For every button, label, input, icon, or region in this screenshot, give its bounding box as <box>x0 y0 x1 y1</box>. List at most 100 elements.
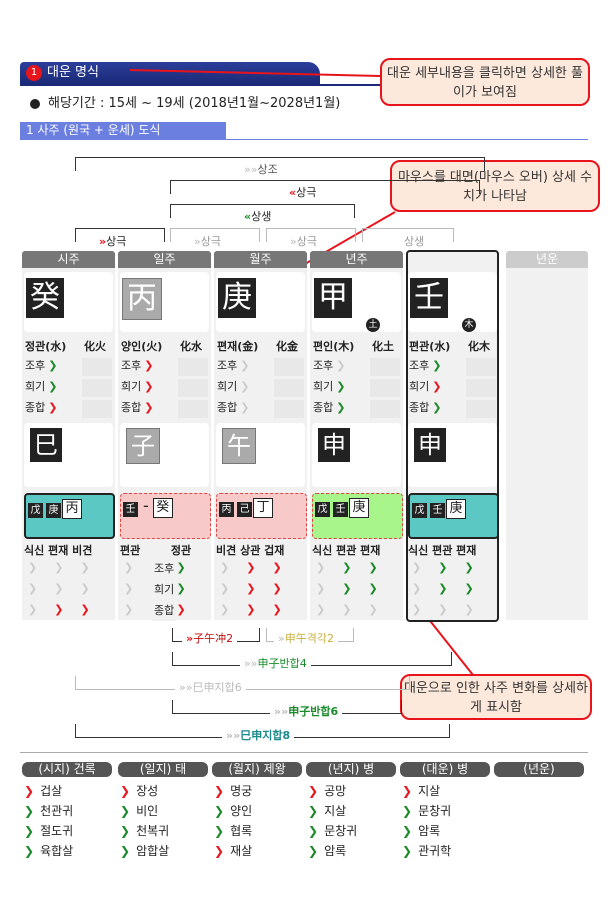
column-header-5[interactable]: 년운 <box>506 251 588 268</box>
stem-eval-row[interactable]: 조후❯ <box>313 356 363 376</box>
branch-eval-row[interactable]: ❯❯❯ <box>25 579 113 599</box>
table-cell[interactable]: ❯지살 <box>402 781 440 801</box>
table-cell[interactable]: ❯천관귀 <box>24 801 73 821</box>
cell-text: 관귀학 <box>418 844 452 858</box>
stem-eval-row[interactable]: 희기❯ <box>409 377 459 397</box>
relation-label-4b[interactable]: »상극 <box>190 233 225 249</box>
stem-eval-row[interactable]: 조후❯ <box>217 356 267 376</box>
table-cell[interactable]: ❯겁살 <box>24 781 62 801</box>
relation-label-b1[interactable]: »子午冲2 <box>182 630 238 646</box>
eval-arrow-icon: ❯ <box>240 380 250 393</box>
stem-eval-row[interactable]: 종합❯ <box>121 398 171 418</box>
column-header-0[interactable]: 시주 <box>22 251 115 268</box>
heavenly-stem[interactable]: 丙 <box>122 278 162 320</box>
hidden-stems-box[interactable]: 戊壬庚 <box>312 493 403 539</box>
hidden-stems-box[interactable]: 壬-癸 <box>120 493 211 539</box>
table-cell[interactable]: ❯절도귀 <box>24 821 73 841</box>
branch-eval-row[interactable]: ❯❯❯ <box>217 579 305 599</box>
table-cell[interactable]: ❯관귀학 <box>402 841 451 861</box>
table-cell[interactable]: ❯암록 <box>308 841 346 861</box>
stem-eval-row[interactable]: 종합❯ <box>25 398 75 418</box>
table-cell[interactable]: ❯장성 <box>120 781 158 801</box>
eval-arrow-icon: ❯ <box>28 603 38 616</box>
eval-label: 조후 <box>217 359 238 372</box>
table-cell[interactable]: ❯명궁 <box>214 781 252 801</box>
table-cell[interactable]: ❯재살 <box>214 841 252 861</box>
table-header-1: (일지) 태 <box>118 762 208 777</box>
table-cell[interactable]: ❯협록 <box>214 821 252 841</box>
table-cell[interactable]: ❯양인 <box>214 801 252 821</box>
stem-eval-row[interactable]: 희기❯ <box>121 377 171 397</box>
stem-eval-row[interactable]: 종합❯ <box>313 398 363 418</box>
relation-label-4d[interactable]: 상생 <box>400 233 429 249</box>
eval-arrow-icon: ❯ <box>144 359 154 372</box>
column-header-3[interactable]: 년주 <box>310 251 403 268</box>
hwa-label: 化火 <box>84 340 106 353</box>
stem-eval-row[interactable]: 희기❯ <box>313 377 363 397</box>
relation-label-1[interactable]: »»상조 <box>240 161 282 177</box>
column-header-2[interactable]: 월주 <box>214 251 307 268</box>
table-cell[interactable]: ❯비인 <box>120 801 158 821</box>
relation-bracket-4d <box>362 228 454 242</box>
eval-arrow-icon: ❯ <box>246 561 256 574</box>
hidden-stem-separator: - <box>143 495 149 515</box>
table-cell[interactable]: ❯문창귀 <box>308 821 357 841</box>
heavenly-stem[interactable]: 庚 <box>218 278 256 318</box>
heavenly-stem[interactable]: 癸 <box>26 278 64 318</box>
stem-eval-row[interactable]: 희기❯ <box>25 377 75 397</box>
eval-label: 종합 <box>25 401 46 414</box>
relation-label-b2[interactable]: »申午격각2 <box>274 630 338 646</box>
stem-eval-row[interactable]: 조후❯ <box>409 356 459 376</box>
table-cell[interactable]: ❯문창귀 <box>402 801 451 821</box>
relation-label-b6[interactable]: »»巳申지합8 <box>222 727 295 743</box>
cell-text: 지살 <box>324 804 347 818</box>
heavenly-stem[interactable]: 壬 <box>410 278 448 318</box>
stem-eval-row[interactable]: 조후❯ <box>25 356 75 376</box>
branch-eval-row[interactable]: ❯❯❯ <box>409 600 497 620</box>
hidden-stems-box[interactable]: 戊壬庚 <box>408 493 499 539</box>
earthly-branch[interactable]: 申 <box>318 428 350 462</box>
branch-eval-row[interactable]: ❯❯❯ <box>217 600 305 620</box>
cell-text: 장성 <box>136 784 159 798</box>
branch-eval-row[interactable]: ❯❯❯ <box>313 558 401 578</box>
earthly-branch[interactable]: 巳 <box>30 428 62 462</box>
branch-eval-row[interactable]: ❯❯❯ <box>25 600 113 620</box>
table-cell[interactable]: ❯육합살 <box>24 841 73 861</box>
branch-eval-row[interactable]: ❯❯❯ <box>217 558 305 578</box>
stem-eval-row[interactable]: 조후❯ <box>121 356 171 376</box>
bullet-icon <box>30 98 40 109</box>
heavenly-stem[interactable]: 甲 <box>314 278 352 318</box>
eval-arrow-icon: ❯ <box>342 603 352 616</box>
table-cell[interactable]: ❯암록 <box>402 821 440 841</box>
relation-label-b3[interactable]: »»申子반합4 <box>240 655 311 671</box>
ten-god-label: 편재(金) <box>217 340 259 353</box>
hidden-stems-box[interactable]: 丙己丁 <box>216 493 307 539</box>
branch-eval-row[interactable]: ❯❯❯ <box>409 558 497 578</box>
relation-label-4c[interactable]: »상극 <box>286 233 321 249</box>
relation-label-b4[interactable]: »»巳申지합6 <box>175 679 246 695</box>
stem-eval-row[interactable]: 종합❯ <box>217 398 267 418</box>
eval-arrow-icon: ❯ <box>336 380 346 393</box>
subsection-divider <box>20 139 588 140</box>
earthly-branch[interactable]: 申 <box>414 428 446 462</box>
branch-eval-row[interactable]: ❯❯❯ <box>313 600 401 620</box>
branch-eval-row[interactable]: ❯❯❯ <box>25 558 113 578</box>
earthly-branch[interactable]: 午 <box>222 428 256 464</box>
hidden-stems-box[interactable]: 戊庚丙 <box>24 493 115 539</box>
table-cell[interactable]: ❯공망 <box>308 781 346 801</box>
relation-label-4a[interactable]: »상극 <box>95 233 131 249</box>
relation-label-2[interactable]: «상극 <box>285 184 321 200</box>
table-cell[interactable]: ❯암합살 <box>120 841 169 861</box>
stem-eval-row[interactable]: 희기❯ <box>217 377 267 397</box>
column-header-1[interactable]: 일주 <box>118 251 211 268</box>
relation-label-3[interactable]: «상생 <box>240 208 276 224</box>
table-cell[interactable]: ❯천복귀 <box>120 821 169 841</box>
stem-eval-row[interactable]: 종합❯ <box>409 398 459 418</box>
earthly-branch[interactable]: 子 <box>126 428 160 464</box>
branch-eval-row[interactable]: ❯❯❯ <box>409 579 497 599</box>
table-cell[interactable]: ❯지살 <box>308 801 346 821</box>
eval-slot <box>178 358 208 376</box>
relation-label-b5[interactable]: »»申子반합6 <box>270 703 343 719</box>
branch-eval-row[interactable]: ❯❯❯ <box>313 579 401 599</box>
